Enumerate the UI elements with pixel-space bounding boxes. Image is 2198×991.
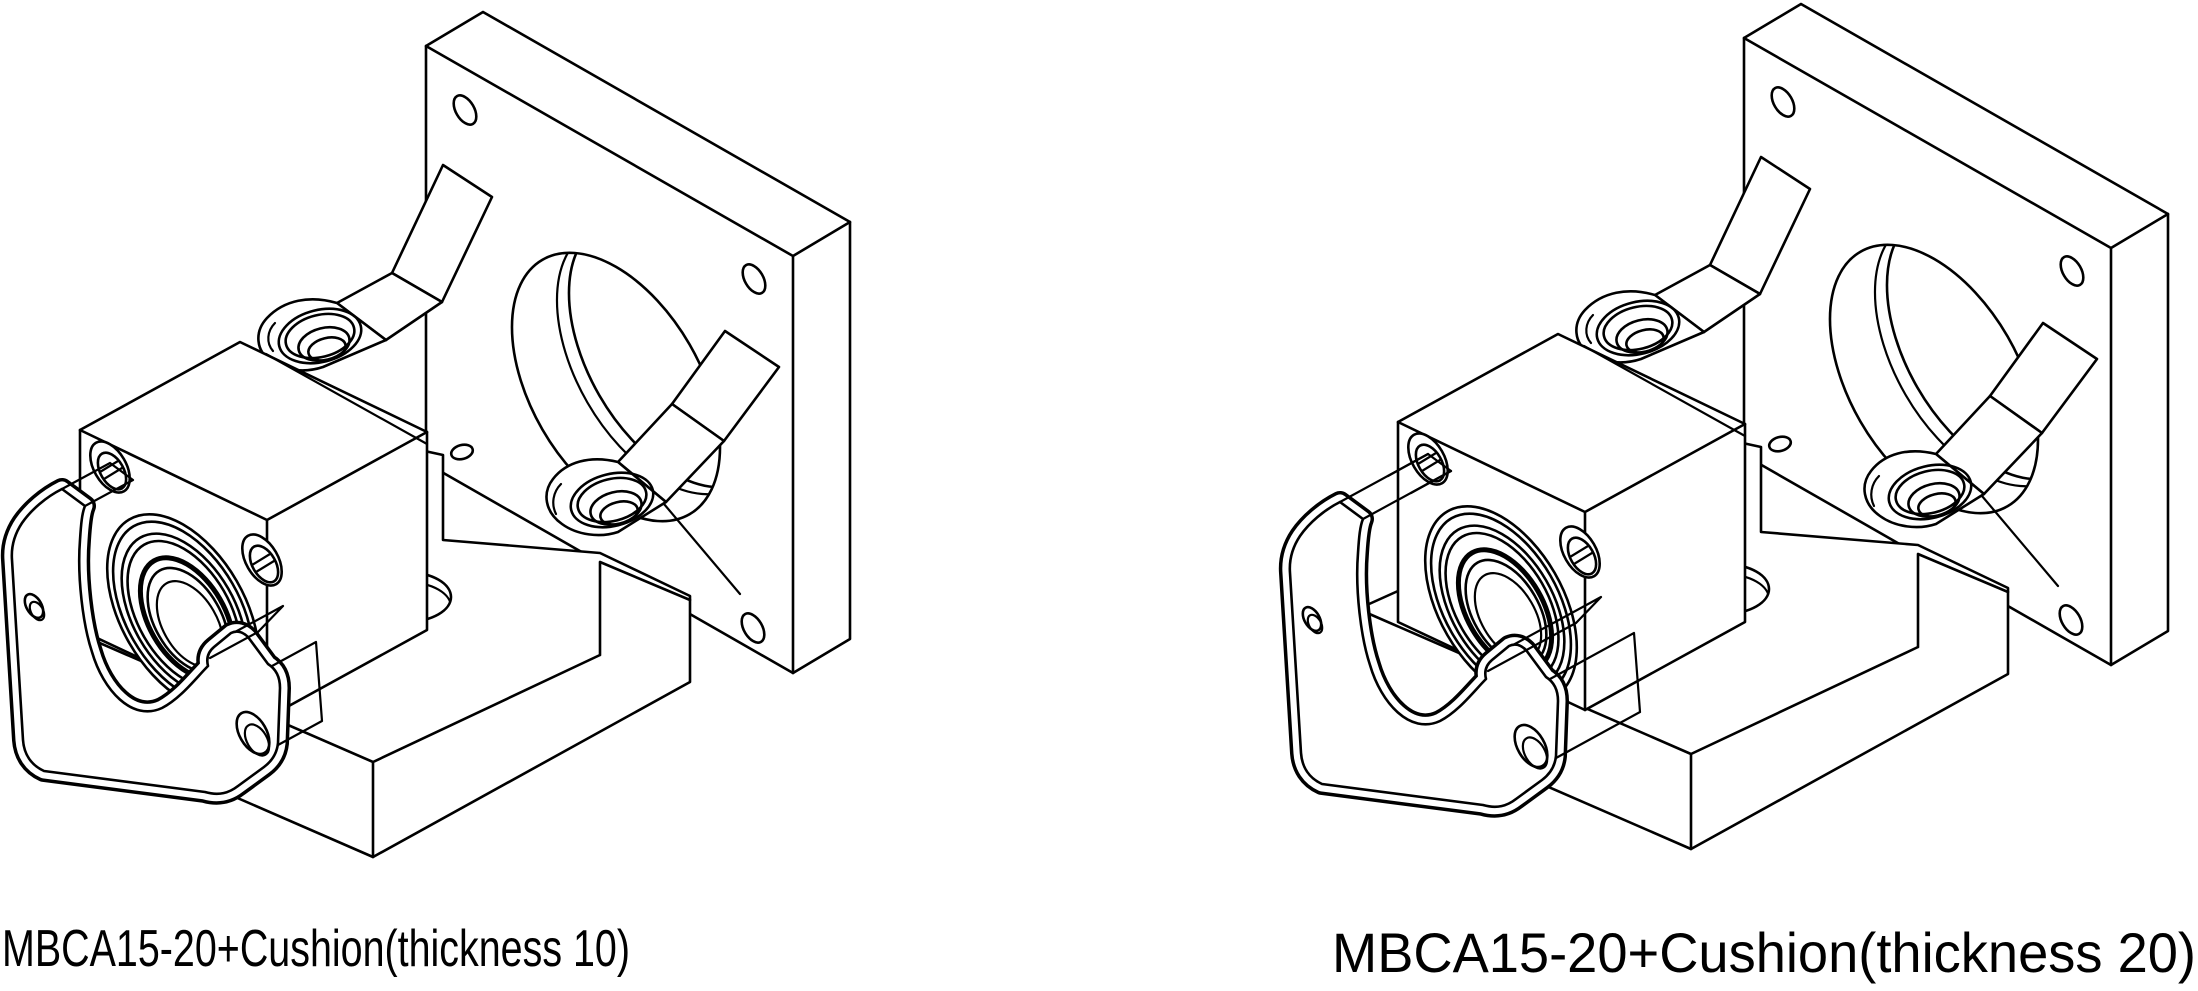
figure-right-bracket-thick-cushion — [1290, 4, 2168, 849]
caption-left: MBCA15-20+Cushion(thickness 10) — [2, 920, 630, 978]
cushion-thick — [1290, 452, 1642, 807]
cushion-thin — [12, 461, 324, 794]
cushion-hole-right — [1513, 723, 1549, 769]
caption-right: MBCA15-20+Cushion(thickness 20) — [1332, 921, 2196, 984]
figure-left-bracket-thin-cushion — [12, 12, 850, 857]
cushion-hole-right — [235, 710, 271, 756]
cushion-hole-left — [23, 592, 45, 620]
cushion-hole-left — [1301, 605, 1323, 633]
